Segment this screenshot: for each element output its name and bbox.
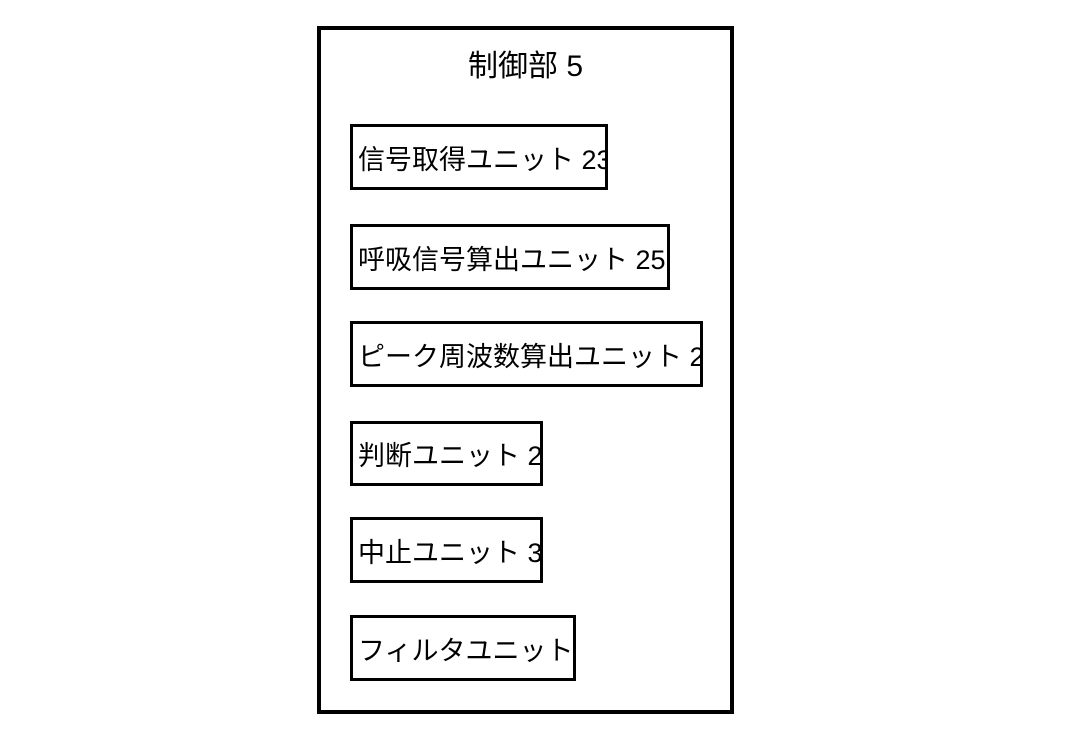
control-unit-title: 制御部 5 xyxy=(467,50,584,83)
unit-label-signal-acquisition: 信号取得ユニット 23 xyxy=(358,144,608,175)
unit-label-respiration-signal-calculation: 呼吸信号算出ユニット 25 xyxy=(358,244,666,275)
unit-label-filter: フィルタユニット 33 xyxy=(358,635,574,666)
unit-label-judgment: 判断ユニット 29 xyxy=(358,441,543,471)
unit-box-respiration-signal-calculation: 呼吸信号算出ユニット 25 xyxy=(350,224,670,290)
unit-box-stop: 中止ユニット 31 xyxy=(350,517,543,583)
unit-box-filter: フィルタユニット 33 xyxy=(350,615,576,681)
unit-box-judgment: 判断ユニット 29 xyxy=(350,421,543,486)
unit-label-peak-frequency-calculation: ピーク周波数算出ユニット 27 xyxy=(358,341,703,372)
unit-box-signal-acquisition: 信号取得ユニット 23 xyxy=(350,124,608,190)
unit-label-stop: 中止ユニット 31 xyxy=(358,537,543,568)
unit-box-peak-frequency-calculation: ピーク周波数算出ユニット 27 xyxy=(350,321,703,387)
